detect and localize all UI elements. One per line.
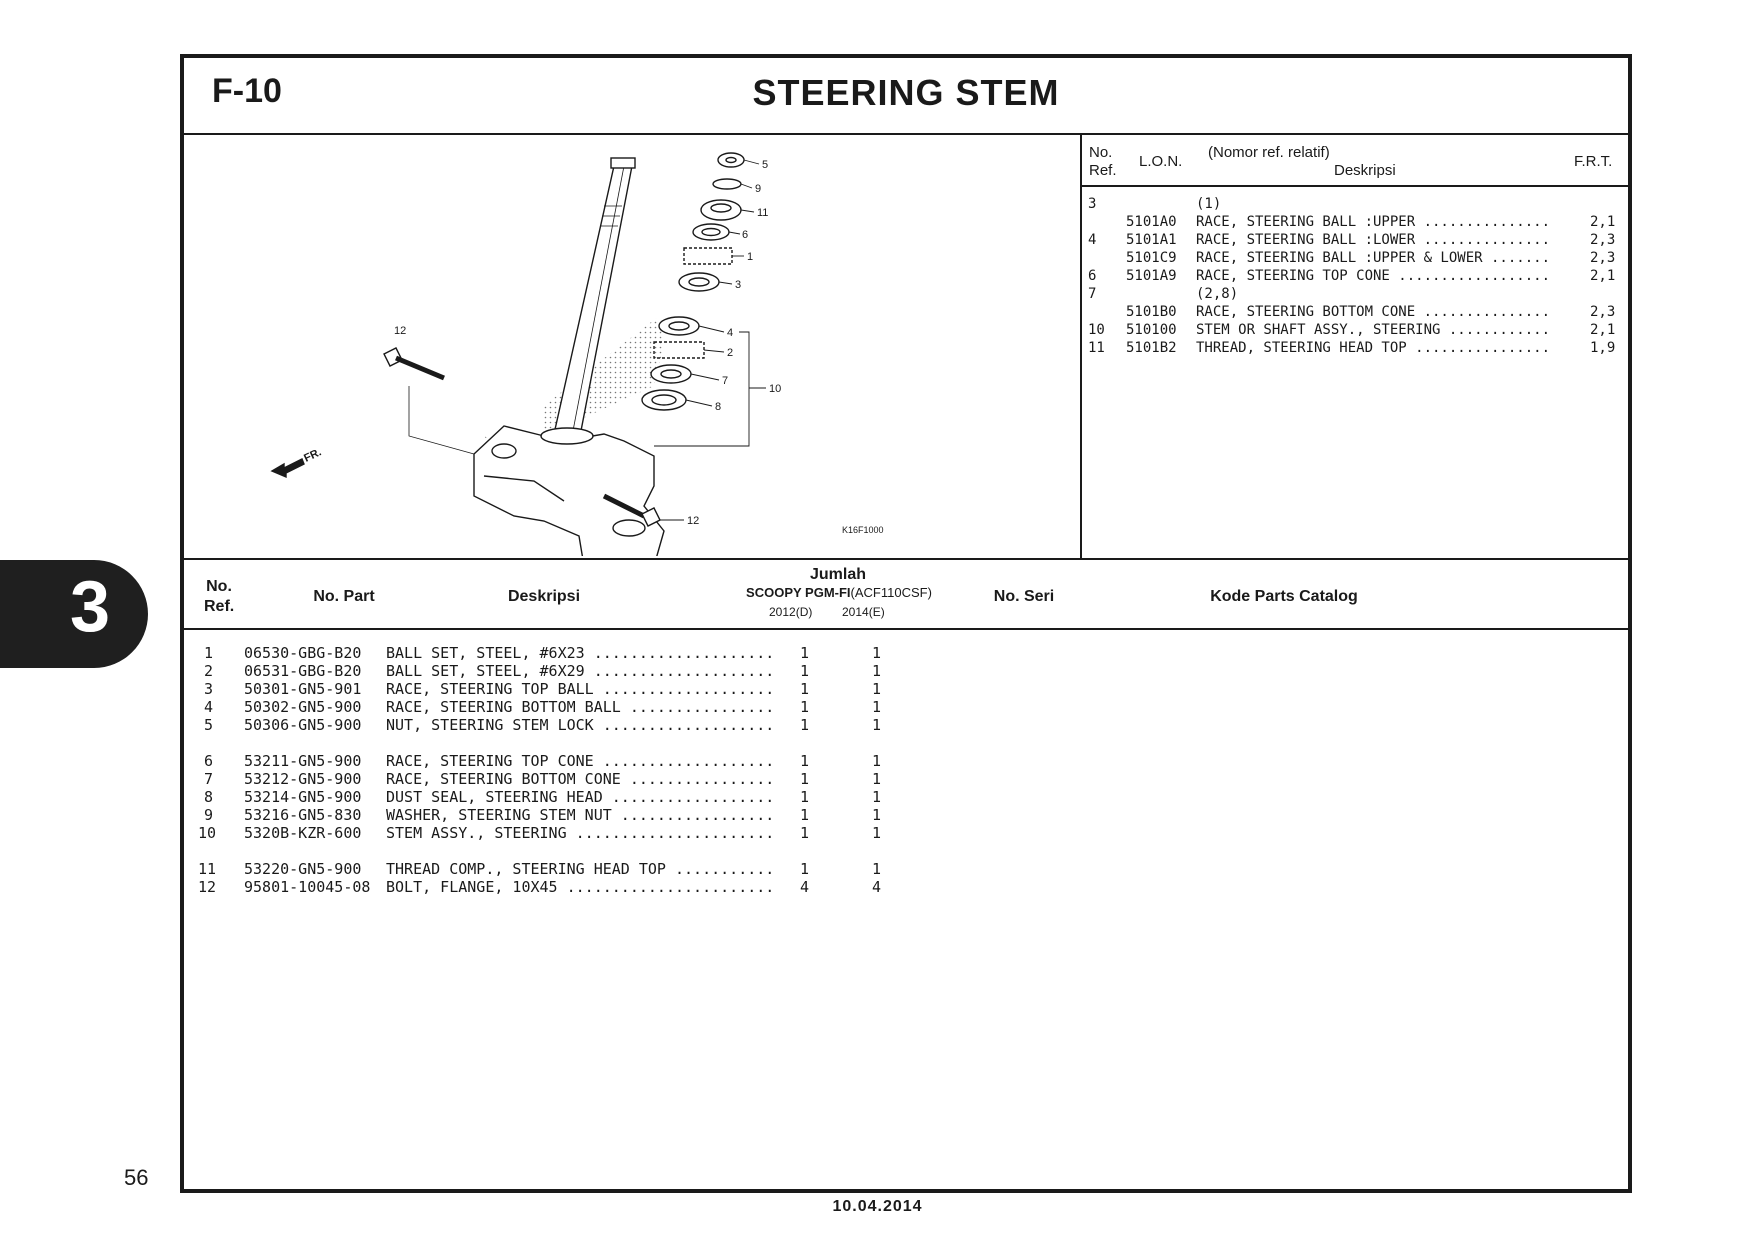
callout-label: 4 <box>727 327 733 339</box>
ref-header-no: No. <box>1089 144 1113 161</box>
callout-label: 10 <box>769 383 781 395</box>
ref-header-lon: L.O.N. <box>1139 153 1183 170</box>
ref-header-desc: Deskripsi <box>1334 162 1396 179</box>
page-title: STEERING STEM <box>752 72 1060 113</box>
parts-header-kode: Kode Parts Catalog <box>1210 588 1358 605</box>
parts-header-year-2014: 2014(E) <box>842 605 885 619</box>
table-row: 7(2,8) <box>1088 286 1239 302</box>
callout-label: 9 <box>755 183 761 195</box>
footer-date: 10.04.2014 <box>832 1198 923 1215</box>
exploded-diagram: 5 9 11 6 1 3 4 2 7 8 10 12 12 FR. K16F10… <box>270 152 884 556</box>
figure-code: K16F1000 <box>842 525 884 535</box>
diagram-bottom-divider <box>184 558 1628 560</box>
parts-header-ref: Ref. <box>204 598 235 615</box>
callout-label: 7 <box>722 375 728 387</box>
callout-label: 5 <box>762 159 768 171</box>
parts-header-part: No. Part <box>313 588 375 605</box>
parts-header-year-2012: 2012(D) <box>769 605 813 619</box>
ref-header-ref: Ref. <box>1089 162 1117 179</box>
ref-header-nomor: (Nomor ref. relatif) <box>1208 144 1330 161</box>
ref-header-frt: F.R.T. <box>1574 153 1613 170</box>
parts-header-seri: No. Seri <box>993 588 1055 605</box>
callout-label: 12 <box>394 325 406 337</box>
page-number: 56 <box>124 1165 149 1190</box>
section-tab: 3 <box>0 560 148 668</box>
callout-label: 11 <box>757 207 768 219</box>
ref-header-divider <box>1082 185 1628 187</box>
front-label: FR. <box>302 446 323 464</box>
callout-label: 12 <box>687 515 699 527</box>
catalog-frame: F-10 STEERING STEM <box>180 54 1632 1193</box>
parts-header-no: No. <box>206 578 232 595</box>
header-divider <box>184 133 1628 135</box>
callout-label: 2 <box>727 347 733 359</box>
parts-header-divider <box>184 628 1628 630</box>
callout-label: 6 <box>742 229 748 241</box>
parts-header-model: SCOOPY PGM-FI(ACF110CSF) <box>746 585 932 600</box>
parts-header-desc: Deskripsi <box>507 588 581 605</box>
table-row: 3(1) <box>1088 196 1222 212</box>
diagram-divider <box>1080 134 1082 558</box>
section-code: F-10 <box>212 72 282 110</box>
parts-header-jumlah: Jumlah <box>809 566 866 583</box>
callout-label: 3 <box>735 279 741 291</box>
callout-label: 1 <box>747 251 753 263</box>
callout-label: 8 <box>715 401 721 413</box>
